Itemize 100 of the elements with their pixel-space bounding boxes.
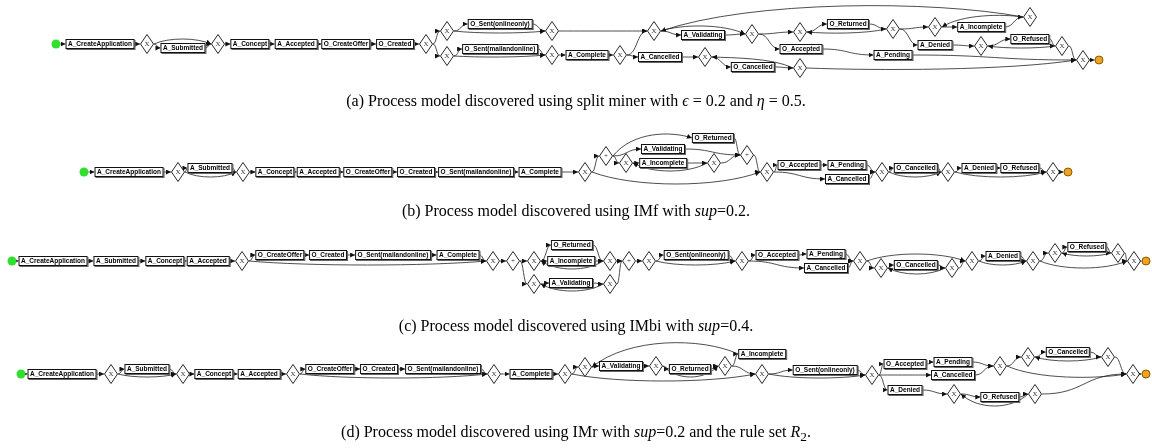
gateway-diamond [487, 364, 501, 384]
arrow [134, 41, 141, 47]
gateway-diamond [578, 162, 592, 182]
gateway-diamond [619, 153, 633, 173]
gateway-diamond [599, 146, 613, 166]
gateway-diamond [104, 364, 118, 384]
gateway-diamond [1111, 243, 1125, 263]
start-event-circle [16, 369, 26, 379]
end-event-circle [1094, 55, 1104, 65]
arrow [632, 160, 640, 166]
caption: (c) Process model discovered using IMbi with sup=0.4. [398, 317, 754, 335]
arrow [937, 264, 946, 271]
arrow [304, 252, 310, 258]
gateway-diamond [945, 258, 959, 278]
gateway-diamond [649, 356, 663, 376]
arrow [87, 258, 94, 264]
arrow [591, 363, 600, 369]
gateway-diamond [735, 251, 749, 271]
end-event-circle [1141, 369, 1151, 379]
gateway-diamond [1046, 162, 1060, 182]
arrow [1089, 57, 1095, 63]
gateway-diamond [928, 17, 942, 37]
caption: (b) Process model discovered using IMf with sup=0.2. [401, 202, 751, 220]
gateway-diamond [1028, 384, 1042, 404]
gateway-diamond [558, 364, 572, 384]
arrow [499, 258, 507, 264]
arrow [96, 371, 105, 377]
gateway-diamond [865, 365, 879, 385]
caption: (d) Process model discovered using IMr with sup=0.2 and the rule set R$_{2}$. [341, 423, 811, 447]
arrow [1039, 167, 1047, 174]
gateway-diamond [235, 251, 249, 271]
arrow [430, 252, 437, 258]
arrow [279, 371, 287, 377]
arrow [163, 169, 172, 175]
start-event-circle [79, 167, 89, 177]
arrow [269, 41, 276, 47]
gateway-diamond [545, 21, 559, 41]
arrow [513, 169, 519, 175]
gateway-diamond [211, 34, 225, 54]
gateway-diamond [874, 258, 888, 278]
gateway-diamond [875, 162, 889, 182]
gateway-diamond [642, 251, 656, 271]
arrow [635, 258, 643, 264]
gateway-diamond [286, 364, 300, 384]
start-event-circle [7, 256, 17, 266]
gateway-diamond [965, 251, 979, 271]
arrow [887, 262, 895, 269]
gateway-diamond [853, 251, 867, 271]
gateway-diamond [947, 384, 961, 404]
gateway-diamond [1026, 251, 1040, 271]
gateway-diamond [993, 356, 1007, 376]
arrow [710, 363, 719, 370]
gateway-diamond [236, 162, 250, 182]
arrow [552, 371, 559, 377]
gateway-diamond [793, 58, 807, 78]
gateway-diamond [440, 21, 454, 41]
gateway-diamond [1076, 50, 1090, 70]
end-event-circle [1063, 167, 1073, 177]
arrow [888, 166, 895, 173]
gateway-diamond [1023, 7, 1037, 27]
gateway-diamond [1055, 36, 1069, 56]
end-event-circle [1141, 256, 1151, 266]
arrow [820, 162, 828, 168]
arrow [189, 371, 195, 377]
gateway-diamond [1101, 347, 1115, 367]
arrow [397, 366, 406, 372]
gateway-diamond [755, 364, 769, 384]
gateway-diamond [1126, 364, 1140, 384]
arrow [354, 366, 361, 372]
gateway-diamond [486, 251, 500, 271]
arrow [249, 169, 256, 175]
gateway-diamond [176, 364, 190, 384]
gateway-diamond [760, 162, 774, 182]
gateway-diamond [698, 47, 712, 67]
arrow [662, 365, 670, 372]
arrow [995, 165, 1001, 171]
arrow [926, 359, 934, 365]
gateway-diamond [793, 22, 807, 42]
arrow [954, 166, 962, 173]
gateway-diamond [1021, 347, 1035, 367]
gateway-diamond [1127, 251, 1141, 271]
arrow [558, 52, 566, 58]
gateway-diamond [419, 34, 433, 54]
arrow [228, 258, 236, 264]
arrow [392, 169, 398, 175]
gateway-diamond [647, 21, 661, 41]
gateway-diamond [603, 274, 617, 294]
gateway-diamond [171, 162, 185, 182]
gateway-diamond [603, 251, 617, 271]
arrow [88, 169, 95, 175]
gateway-diamond [1048, 243, 1062, 263]
gateway-diamond [707, 153, 721, 173]
arrow [60, 41, 66, 47]
arrow [153, 43, 161, 50]
gateway-diamond [578, 357, 592, 377]
gateway-diamond [718, 356, 732, 376]
arrow [338, 169, 344, 175]
arrow [370, 41, 377, 47]
arrow [1058, 169, 1064, 175]
gateway-diamond [440, 46, 454, 66]
